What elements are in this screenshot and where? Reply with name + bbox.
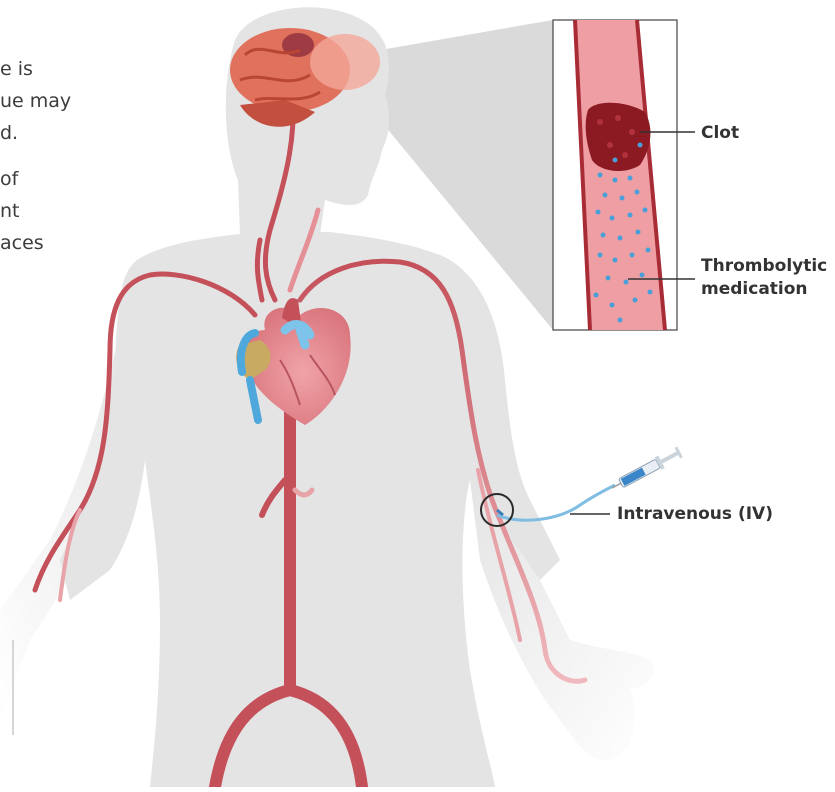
description-fragment-4: of: [0, 165, 18, 194]
description-fragment-3: d.: [0, 119, 18, 148]
description-fragment-2: ue may: [0, 87, 71, 116]
thrombolytic-label-line1: Thrombolytic: [701, 255, 827, 277]
vessel-inset: [553, 20, 677, 330]
iv-label: Intravenous (IV): [617, 503, 773, 525]
description-fragment-5: nt: [0, 197, 20, 226]
thrombolytic-label-line2: medication: [701, 278, 808, 300]
clot-mass: [586, 103, 651, 171]
description-fragment-1: e is: [0, 55, 33, 84]
syringe: [609, 446, 684, 495]
clot-label: Clot: [701, 122, 739, 144]
description-fragment-6: aces: [0, 229, 44, 258]
